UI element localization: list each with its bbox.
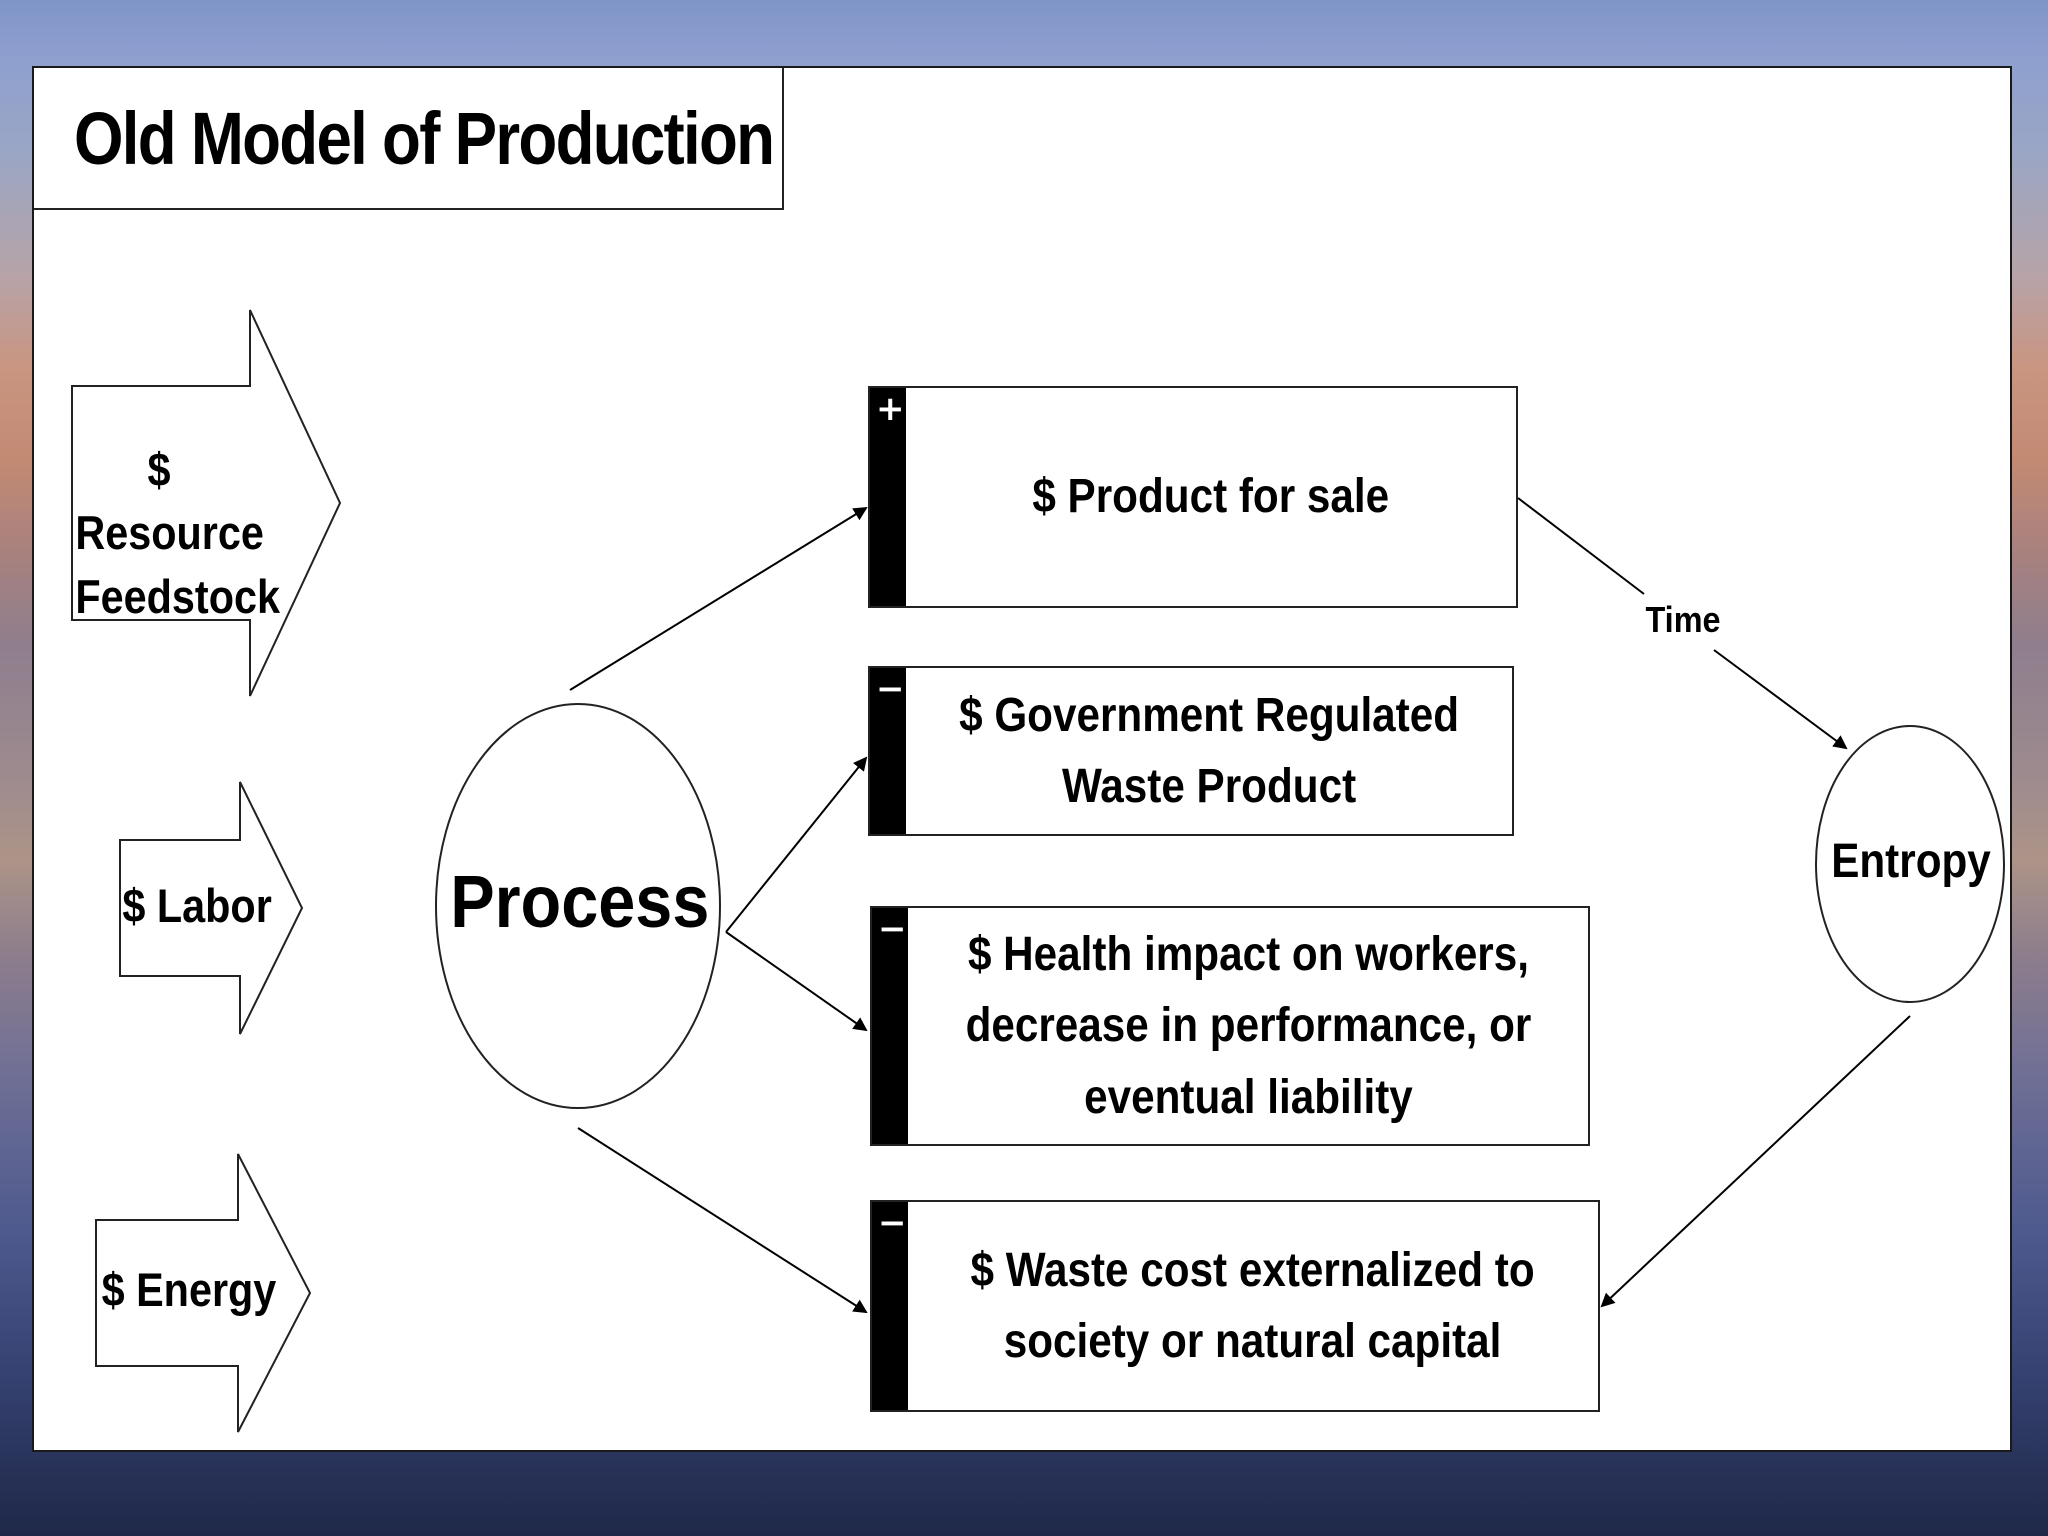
minus-icon: − — [878, 1203, 907, 1243]
connector-product — [569, 506, 868, 691]
output-label-health-impact: $ Health impact on workers, decrease in … — [965, 928, 1531, 1124]
minus-icon: − — [878, 909, 907, 949]
connector-time-upper — [1517, 497, 1645, 595]
process-label: Process — [450, 860, 710, 943]
labor-arrow-shape — [119, 781, 304, 1035]
connector-time-lower — [1713, 649, 1848, 750]
energy-label: $ Energy — [101, 1263, 277, 1316]
output-box-health-impact: − $ Health impact on workers, decrease i… — [870, 906, 1590, 1146]
labor-label: $ Labor — [122, 879, 272, 932]
negative-marker: − — [870, 668, 906, 834]
resource-feedstock-label: $ Resource Feedstock — [75, 443, 280, 623]
resource-arrow-shape — [71, 309, 342, 697]
output-box-externalized-waste: − $ Waste cost externalized to society o… — [870, 1200, 1600, 1412]
output-label-externalized-waste: $ Waste cost externalized to society or … — [970, 1243, 1536, 1368]
diagram-canvas — [71, 309, 2005, 1433]
output-label-regulated-waste: $ Government Regulated Waste Product — [959, 688, 1459, 813]
output-label-product: $ Product for sale — [1032, 470, 1390, 524]
connector-health — [725, 931, 868, 1032]
plus-icon: + — [876, 389, 905, 429]
positive-marker: + — [870, 388, 906, 606]
entropy-circle — [1815, 725, 2005, 1003]
time-label: Time — [1637, 596, 1729, 645]
output-box-regulated-waste: − $ Government Regulated Waste Product — [868, 666, 1514, 836]
connector-regulated — [725, 756, 868, 933]
page-title: Old Model of Production — [74, 96, 775, 180]
negative-marker: − — [872, 908, 908, 1144]
minus-icon: − — [876, 669, 905, 709]
process-circle — [435, 703, 721, 1109]
connector-entropy-waste — [1600, 1015, 1911, 1308]
slide: Old Model of Production $ Resource Feeds… — [32, 66, 2012, 1452]
output-box-product: + $ Product for sale — [868, 386, 1518, 608]
entropy-label: Entropy — [1831, 835, 1991, 888]
energy-arrow-shape — [95, 1153, 312, 1433]
connector-waste — [577, 1127, 868, 1314]
negative-marker: − — [872, 1202, 908, 1410]
title-box: Old Model of Production — [34, 68, 784, 210]
